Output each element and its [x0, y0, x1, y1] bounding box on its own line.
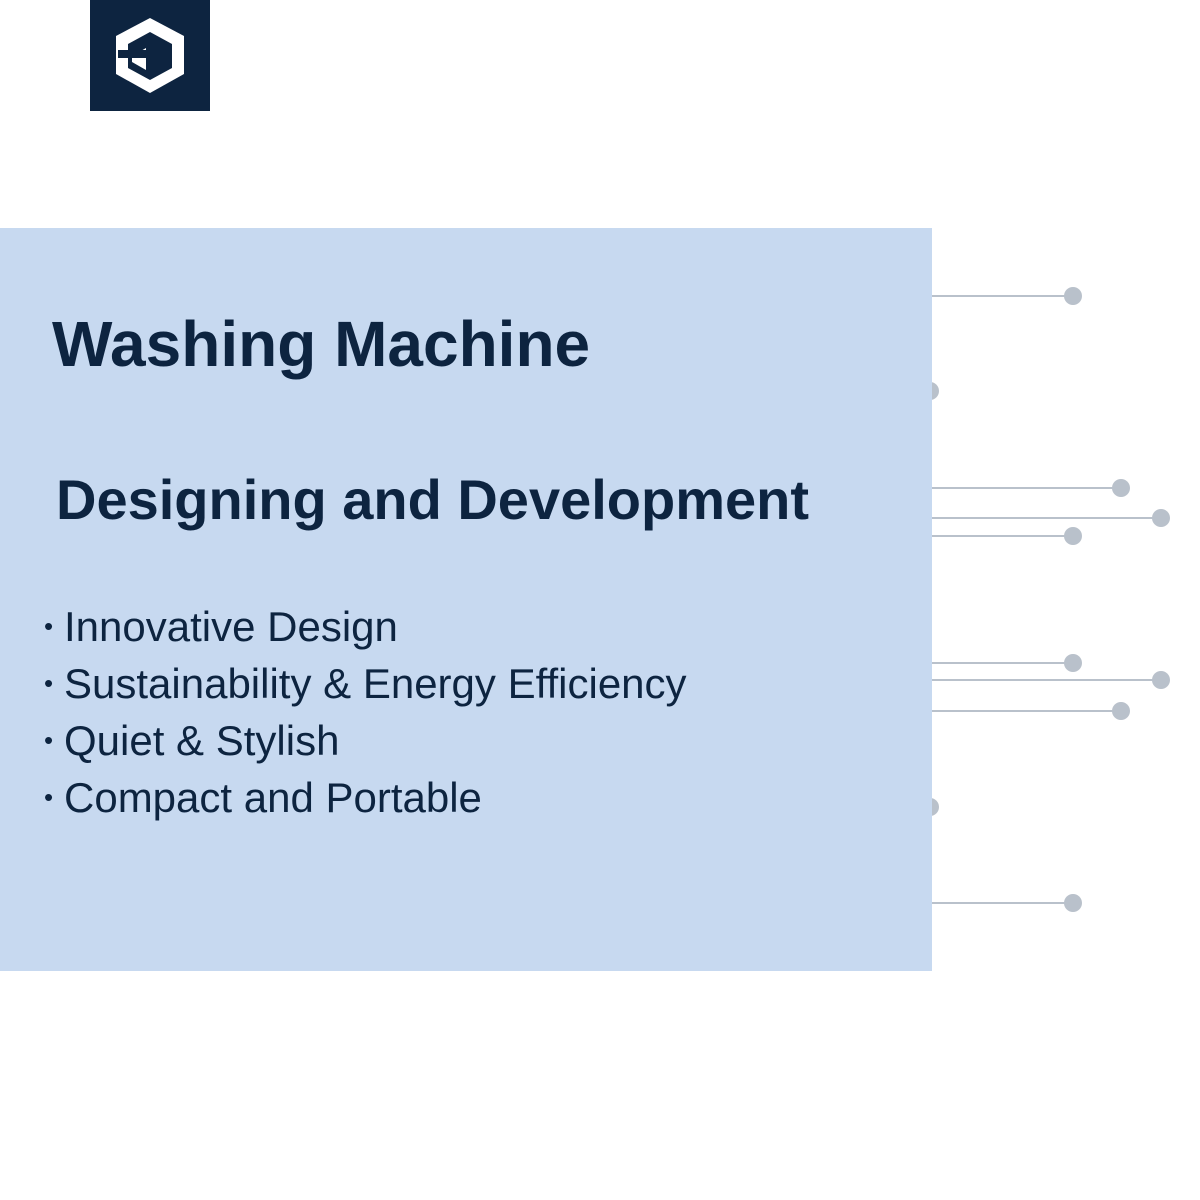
bullet-icon: •	[44, 725, 54, 755]
feature-list: • Innovative Design • Sustainability & E…	[44, 598, 687, 826]
page-title: Washing Machine	[52, 308, 591, 380]
bullet-icon: •	[44, 782, 54, 812]
bullet-icon: •	[44, 668, 54, 698]
content-panel	[0, 228, 932, 971]
brand-logo	[90, 0, 210, 111]
feature-label: Innovative Design	[64, 602, 398, 650]
brand-logo-icon	[116, 18, 184, 93]
feature-label: Sustainability & Energy Efficiency	[64, 659, 687, 707]
page-subtitle: Designing and Development	[56, 468, 809, 531]
feature-item: • Compact and Portable	[44, 769, 687, 826]
feature-label: Quiet & Stylish	[64, 716, 340, 764]
feature-item: • Sustainability & Energy Efficiency	[44, 655, 687, 712]
feature-item: • Innovative Design	[44, 598, 687, 655]
feature-label: Compact and Portable	[64, 773, 482, 821]
feature-item: • Quiet & Stylish	[44, 712, 687, 769]
bullet-icon: •	[44, 611, 54, 641]
